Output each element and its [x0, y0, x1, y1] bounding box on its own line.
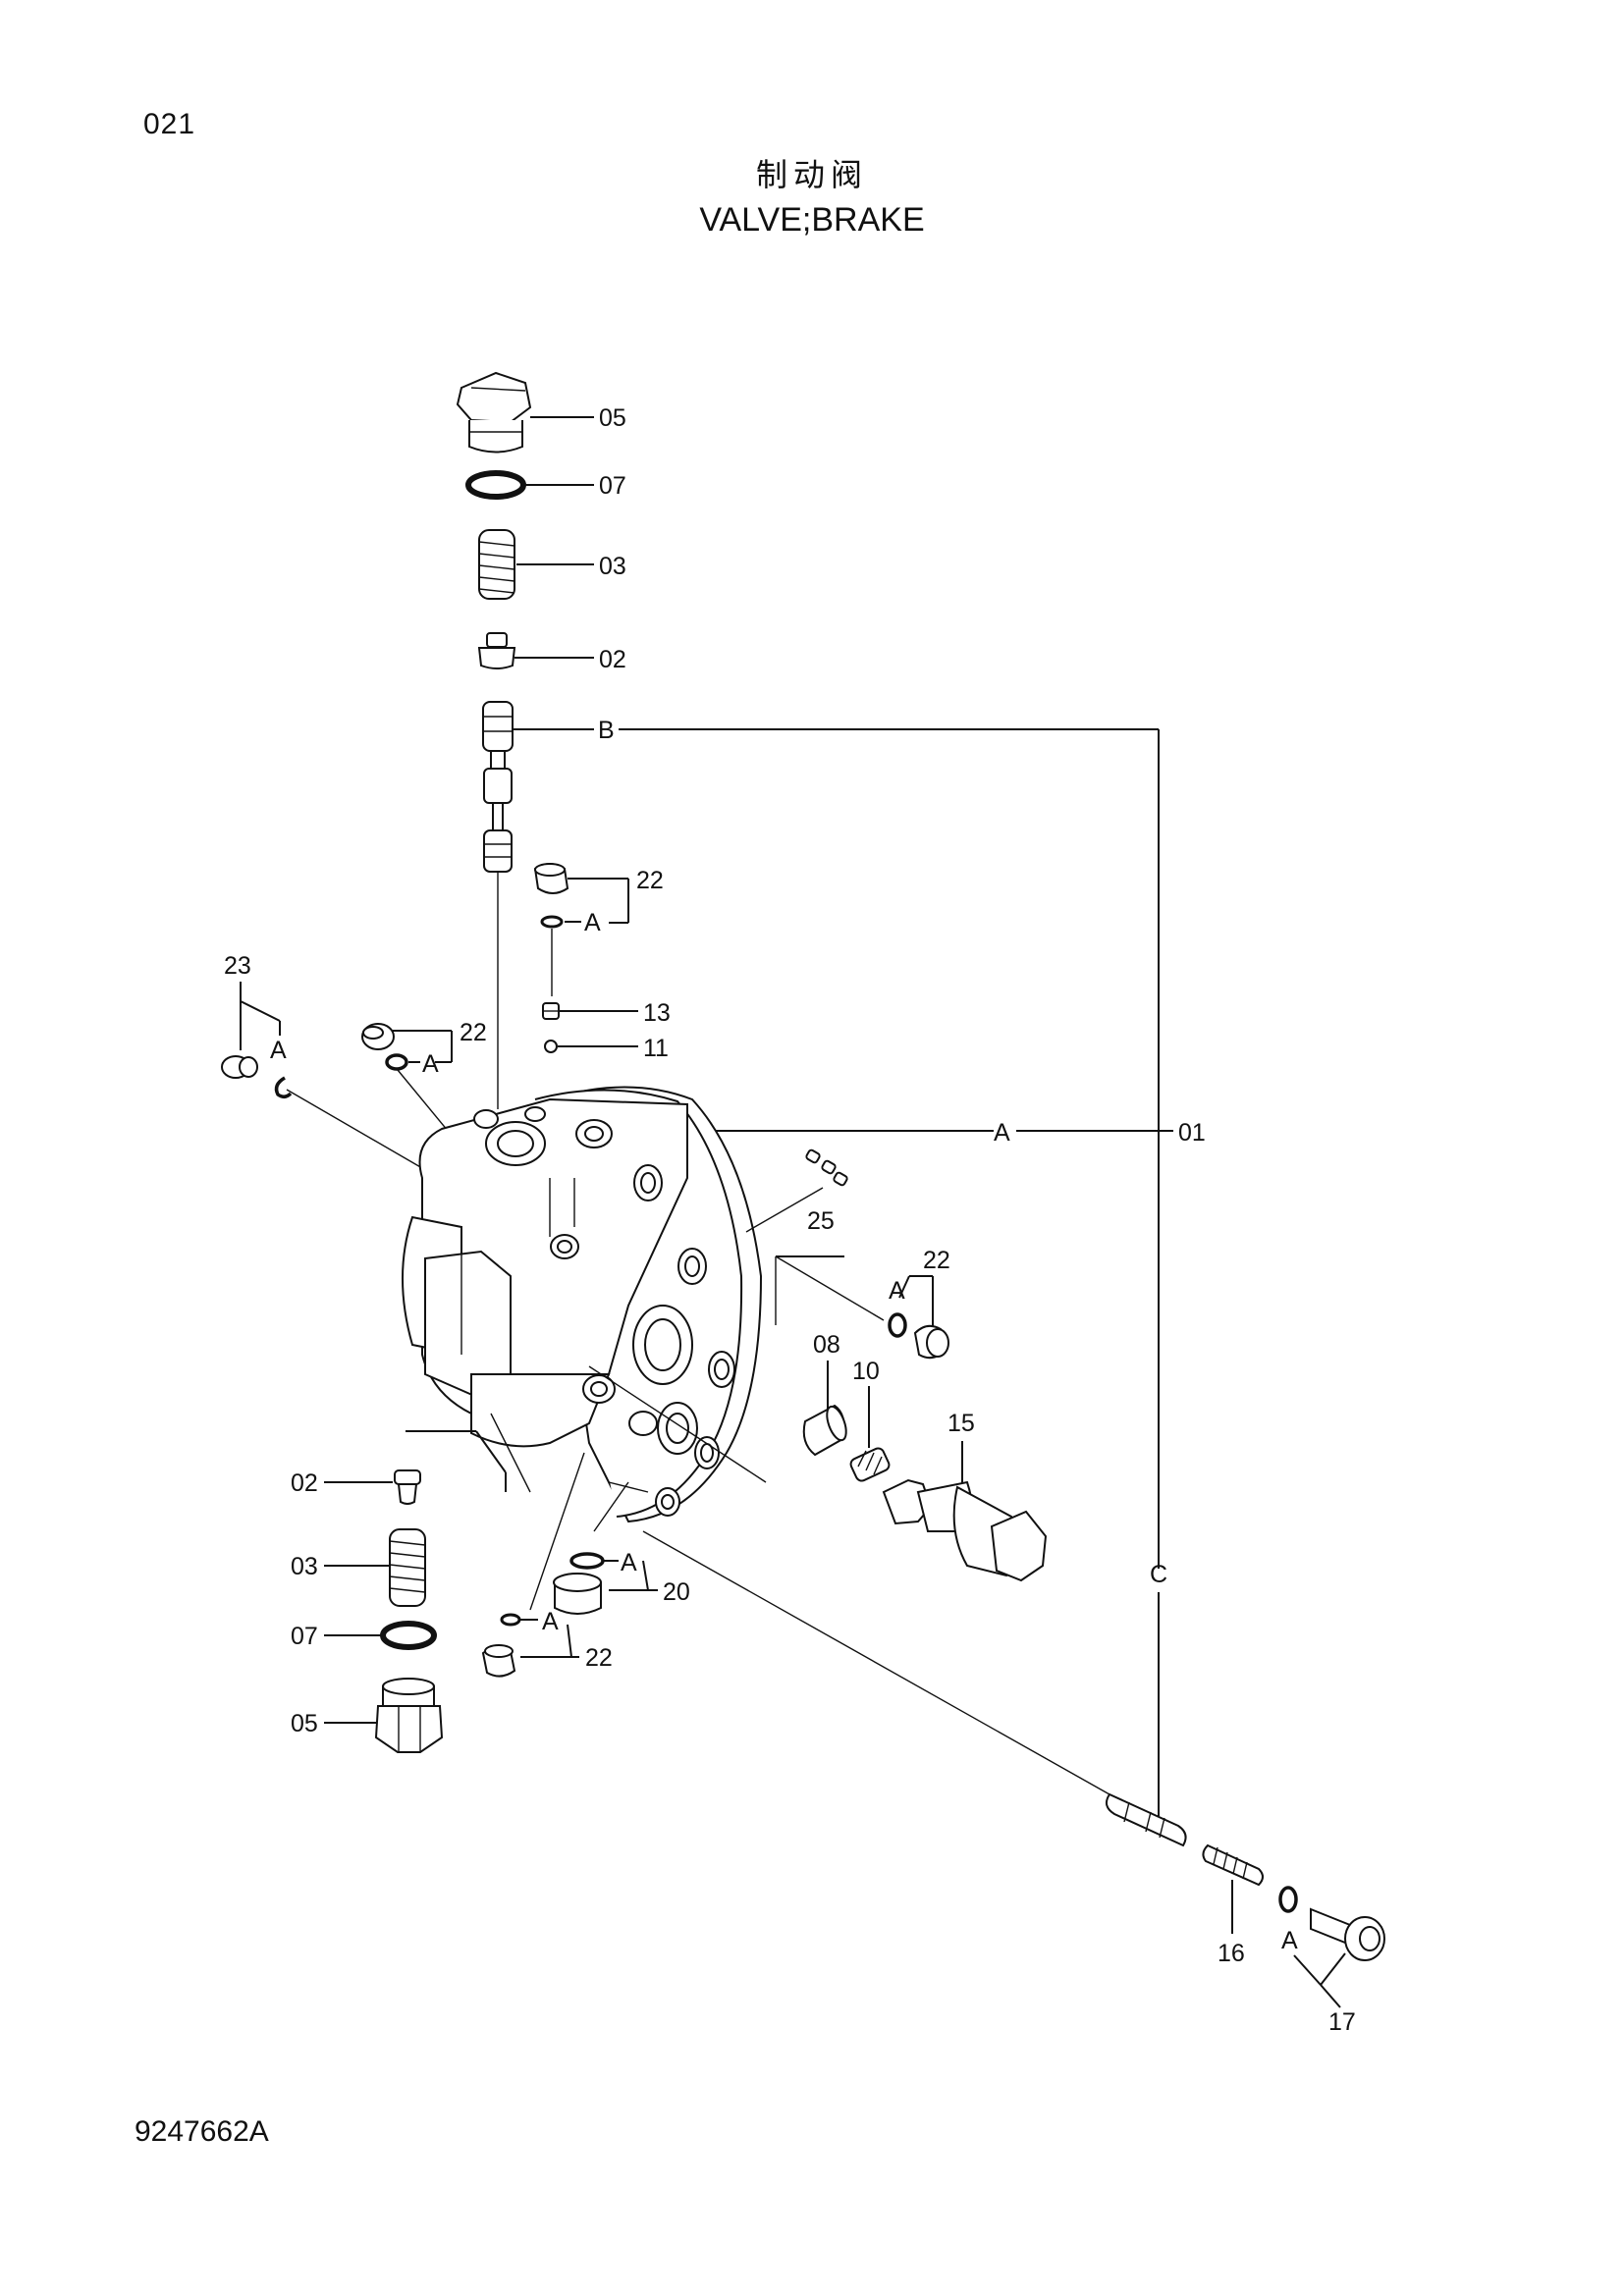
spool-lower: [1105, 1792, 1187, 1847]
callout-07-bottom: 07: [291, 1623, 318, 1650]
title-chinese: 制动阀: [755, 156, 868, 193]
callout-11: 11: [643, 1035, 669, 1062]
callout-B: B: [598, 717, 615, 744]
callout-10: 10: [852, 1358, 880, 1385]
callout-03-bottom: 03: [291, 1553, 318, 1580]
callout-03-top: 03: [599, 553, 626, 580]
valve-body-01: [402, 1086, 763, 1523]
callout-22-b: 22: [460, 1019, 487, 1046]
drawing-number: 9247662A: [135, 2115, 269, 2148]
seat-02-top: [477, 632, 516, 669]
callout-A-23: A: [270, 1037, 287, 1064]
callout-A-20: A: [621, 1549, 637, 1576]
o-ring-22-d: [500, 1613, 521, 1627]
callout-02-top: 02: [599, 646, 626, 673]
plug-23: [221, 1055, 258, 1079]
pin-25: [805, 1148, 848, 1187]
spool: [482, 701, 514, 873]
o-ring-17: [1278, 1886, 1298, 1913]
o-ring-22-c: [888, 1312, 907, 1338]
plug-22-c: [913, 1324, 949, 1360]
plug-22-d: [481, 1644, 516, 1678]
plug-20: [553, 1573, 602, 1615]
callout-07-top: 07: [599, 472, 626, 500]
callout-01: 01: [1178, 1119, 1206, 1147]
callout-25: 25: [807, 1207, 835, 1235]
callout-A-b: A: [422, 1050, 439, 1078]
relief-valve-15: [882, 1478, 1048, 1582]
spring-03-bottom: [389, 1528, 426, 1607]
callout-A-d: A: [542, 1608, 559, 1635]
callout-C: C: [1150, 1561, 1167, 1588]
plug-22-b: [361, 1023, 395, 1050]
callout-05-bottom: 05: [291, 1710, 318, 1737]
callout-16: 16: [1218, 1940, 1245, 1967]
o-ring-07-bottom: [380, 1621, 437, 1650]
callout-23: 23: [224, 952, 251, 980]
plug-22-a: [533, 863, 569, 894]
page-number: 021: [143, 108, 196, 140]
callout-15: 15: [947, 1410, 975, 1437]
ball-11: [544, 1040, 558, 1053]
plug-05-bottom: [374, 1678, 444, 1753]
callout-A-main: A: [994, 1119, 1010, 1147]
callout-A-a: A: [584, 909, 601, 936]
o-ring-23: [274, 1076, 293, 1098]
plug-05-top: [456, 371, 532, 454]
callout-A-17: A: [1281, 1927, 1298, 1954]
callout-02-bottom: 02: [291, 1469, 318, 1497]
callout-22-a: 22: [636, 867, 664, 894]
title-english: VALVE;BRAKE: [699, 201, 925, 239]
o-ring-22-b: [385, 1053, 408, 1071]
callout-22-d: 22: [585, 1644, 613, 1672]
o-ring-07-top: [465, 470, 526, 500]
callout-17: 17: [1328, 2008, 1356, 2036]
callout-20: 20: [663, 1578, 690, 1606]
plug-17: [1310, 1907, 1385, 1961]
seat-02-bottom: [394, 1469, 421, 1505]
callout-A-c: A: [889, 1277, 905, 1305]
callout-22-c: 22: [923, 1247, 950, 1274]
sleeve-08: [802, 1404, 847, 1457]
callout-08: 08: [813, 1331, 840, 1359]
orifice-13: [542, 1002, 560, 1020]
o-ring-22-a: [540, 915, 564, 929]
spring-03-top: [478, 529, 515, 600]
callout-13: 13: [643, 999, 671, 1027]
o-ring-20: [569, 1552, 605, 1570]
spring-16: [1202, 1843, 1264, 1887]
callout-05-top: 05: [599, 404, 626, 432]
spring-10: [849, 1447, 891, 1482]
